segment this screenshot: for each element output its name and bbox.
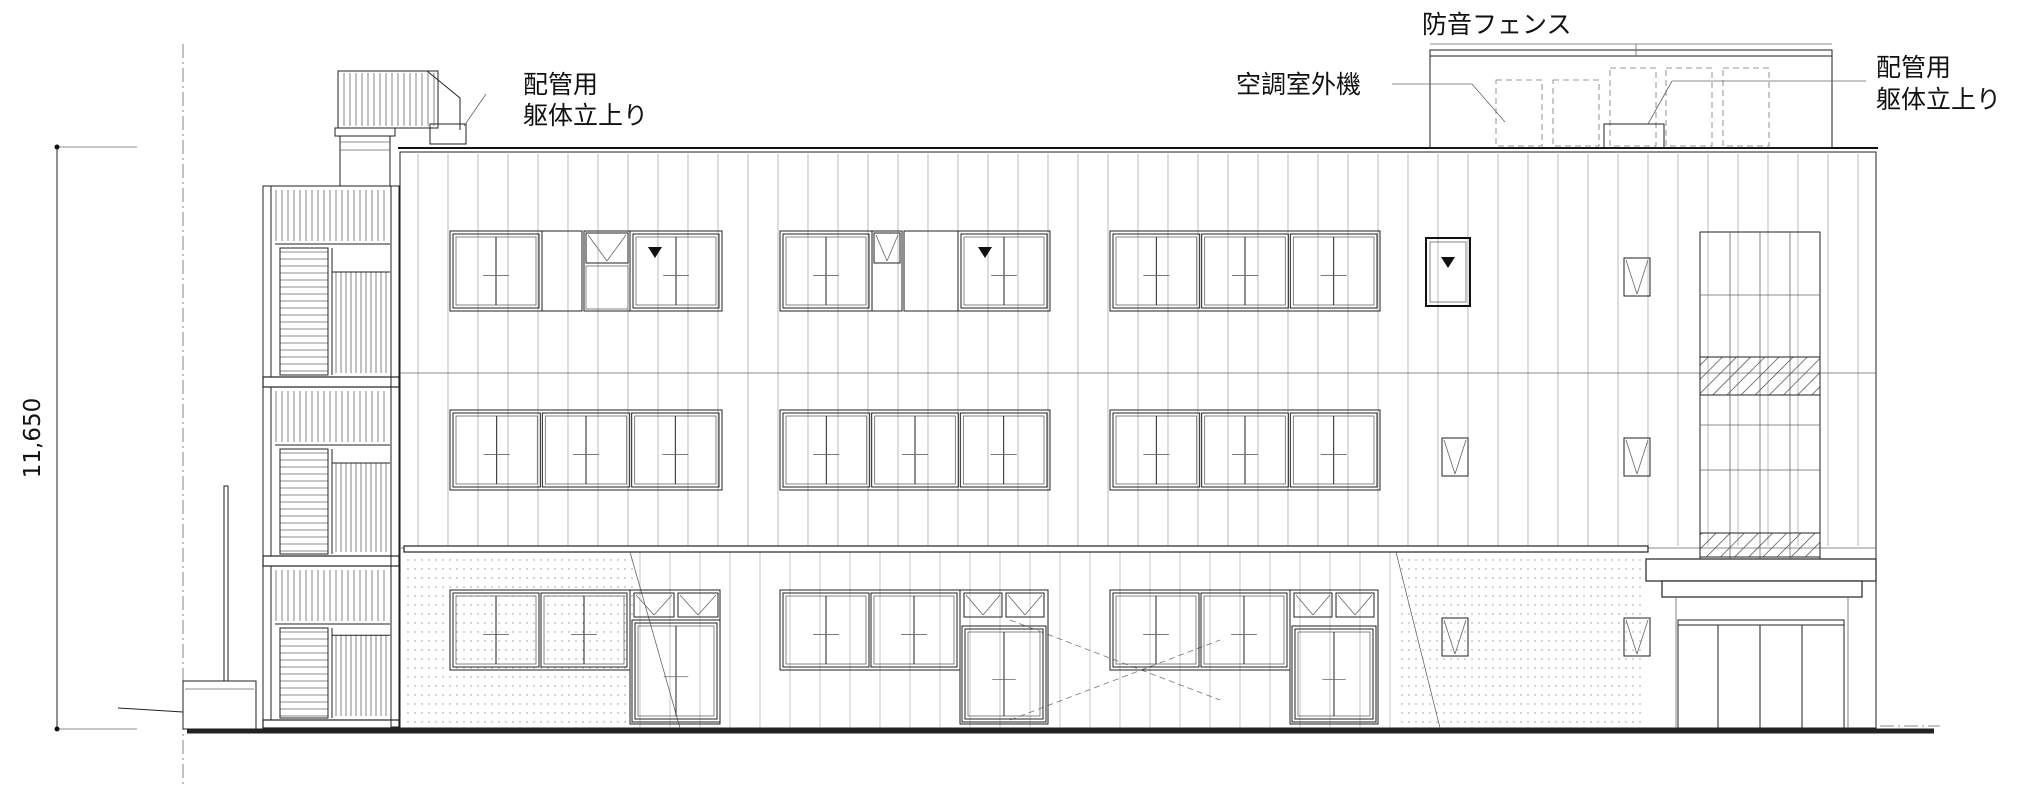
- height-dimension: 11,650: [20, 144, 137, 732]
- pipe-riser-left-label-line2: 躯体立上り: [523, 101, 648, 130]
- ac-outdoor-unit-label: 空調室外機: [1236, 70, 1361, 99]
- soundproof-fence-label: 防音フェンス: [1422, 10, 1572, 39]
- pipe-riser-right-label-line2: 躯体立上り: [1876, 85, 2001, 114]
- annotation-labels: 防音フェンス 空調室外機 配管用 躯体立上り 配管用 躯体立上り: [523, 10, 2001, 130]
- height-dimension-label: 11,650: [20, 398, 46, 478]
- left-low-structure: [117, 485, 257, 730]
- pipe-riser-left-label-line1: 配管用: [523, 70, 598, 99]
- rooftop-equipment: [463, 43, 1866, 149]
- main-facade: [398, 147, 1878, 729]
- pipe-riser-right-label-line1: 配管用: [1876, 53, 1951, 82]
- entrance-tower: [1645, 231, 1877, 729]
- window-groups: [449, 230, 1651, 725]
- stair-tower: [262, 70, 467, 729]
